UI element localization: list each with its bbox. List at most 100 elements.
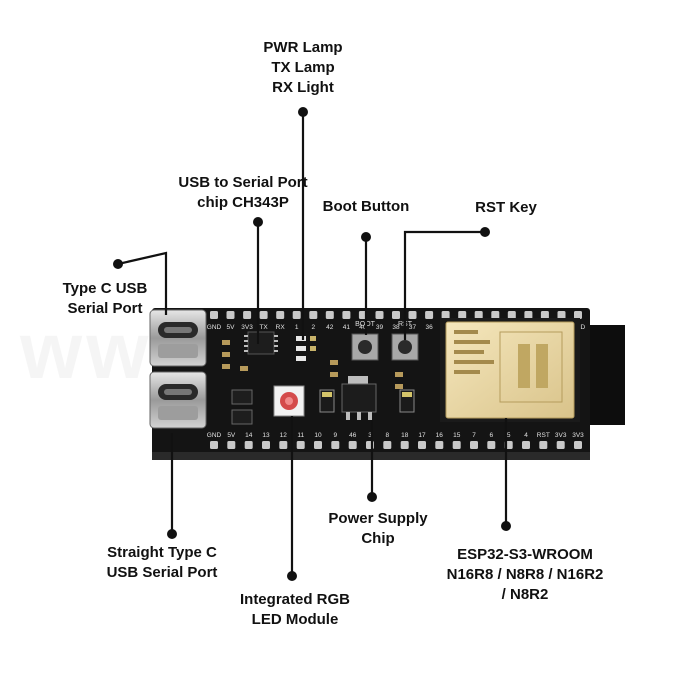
callout-boot-button: Boot Button <box>308 197 424 217</box>
bottom-pad <box>452 441 461 449</box>
top-pad <box>292 311 301 319</box>
bottom-pin-label: 17 <box>418 432 426 439</box>
callout-straight-type-c: Straight Type C USB Serial Port <box>82 543 242 583</box>
callout-rgb-led-line1: Integrated RGB <box>239 591 350 608</box>
callout-rst-key: RST Key <box>466 198 546 218</box>
bottom-pin-row <box>210 441 582 449</box>
callout-straight-type-c-line1: Straight Type C <box>107 544 217 561</box>
bottom-pad <box>556 441 565 449</box>
bottom-pad <box>470 441 478 449</box>
callout-power-chip-line2: Chip <box>361 530 395 547</box>
top-pin-label: RX <box>276 324 286 331</box>
top-pin-label: 5V <box>227 324 236 331</box>
bottom-pin-label: 3V3 <box>572 432 584 439</box>
callout-straight-type-c-line2: USB Serial Port <box>106 564 218 581</box>
top-pad <box>540 311 549 319</box>
bottom-pad <box>279 441 288 449</box>
callout-type-c-usb: Type C USB Serial Port <box>45 279 165 319</box>
top-pad <box>392 311 400 319</box>
top-pad <box>574 311 582 319</box>
top-pin-label: 1 <box>295 324 299 331</box>
top-pad <box>226 311 235 319</box>
bottom-pad <box>400 441 409 449</box>
top-pad <box>474 311 483 319</box>
callout-rst-key-text: RST Key <box>475 199 537 216</box>
callout-pwr-tx-rx: PWR Lamp TX Lamp RX Light <box>238 38 368 98</box>
top-pin-label: 40 <box>359 324 367 331</box>
bottom-pad <box>244 441 253 449</box>
tantalum-capacitors <box>319 389 415 413</box>
bottom-pin-label: 11 <box>297 432 304 439</box>
bottom-pin-label: 16 <box>436 432 444 439</box>
power-supply-chip <box>341 376 377 420</box>
bottom-pin-label: 5V <box>227 432 236 439</box>
callout-rx-light: RX Light <box>272 79 334 96</box>
bottom-pin-label: RST <box>537 432 550 439</box>
bottom-pin-label: 7 <box>472 432 476 439</box>
callout-usb-serial-chip-line2: chip CH343P <box>197 194 289 211</box>
callout-boot-button-text: Boot Button <box>322 198 410 215</box>
bottom-pad <box>383 441 392 449</box>
callout-power-chip-line1: Power Supply <box>328 510 428 527</box>
callout-lines <box>117 112 508 576</box>
bottom-pad <box>574 441 582 449</box>
top-pad <box>210 311 218 319</box>
bottom-pin-label: 14 <box>245 432 253 439</box>
bottom-pad <box>314 441 322 449</box>
top-pin-label: 39 <box>376 324 384 331</box>
bottom-pad <box>296 441 305 449</box>
callout-type-c-usb-line2: Serial Port <box>67 300 143 317</box>
top-pin-label: TX <box>259 324 268 331</box>
top-pad <box>243 311 252 319</box>
rgb-led-module <box>273 385 305 417</box>
top-pad <box>441 311 450 319</box>
callout-dots <box>113 107 511 581</box>
bottom-pad <box>210 441 218 449</box>
top-pad <box>524 311 533 319</box>
top-pad <box>325 311 334 319</box>
bottom-pin-label: 13 <box>262 432 270 439</box>
top-pin-label: 37 <box>409 324 417 331</box>
top-pad <box>507 311 516 319</box>
top-pad <box>309 311 318 319</box>
bottom-pin-label: 4 <box>524 432 528 439</box>
bottom-pin-label: GND <box>207 432 222 439</box>
callout-esp32-module-line2: N16R8 / N8R8 / N16R2 <box>446 566 604 583</box>
callout-type-c-usb-line1: Type C USB <box>62 280 148 297</box>
top-pad <box>491 311 500 319</box>
bottom-pin-label: 15 <box>453 432 461 439</box>
top-pad <box>458 311 467 319</box>
type-c-usb-connector-2 <box>149 371 207 429</box>
bottom-pin-label: 8 <box>385 432 389 439</box>
bottom-pin-label: 5 <box>507 432 511 439</box>
boot-button[interactable] <box>351 333 379 361</box>
top-pin-label: 41 <box>343 324 351 331</box>
top-pin-label: 36 <box>425 324 433 331</box>
bottom-pin-label: 6 <box>489 432 493 439</box>
esp32-s3-module <box>440 318 580 422</box>
bottom-pad <box>522 441 530 449</box>
bottom-pad <box>539 441 548 449</box>
callout-esp32-module-line1: ESP32-S3-WROOM <box>457 546 593 563</box>
status-leds <box>296 336 316 361</box>
bottom-pad <box>418 441 426 449</box>
ch343p-chip <box>244 331 278 355</box>
callout-pwr-lamp: PWR Lamp <box>263 39 343 56</box>
top-pin-label: 42 <box>326 324 334 331</box>
callout-usb-serial-chip-line1: USB to Serial Port <box>178 174 308 191</box>
callout-power-chip: Power Supply Chip <box>318 509 438 549</box>
callout-usb-serial-chip: USB to Serial Port chip CH343P <box>148 173 338 213</box>
bottom-pad <box>262 441 270 449</box>
bottom-pad <box>435 441 444 449</box>
callout-rgb-led: Integrated RGB LED Module <box>220 590 370 630</box>
top-pad <box>259 311 268 319</box>
bottom-pad <box>227 441 236 449</box>
top-pad <box>342 311 351 319</box>
bottom-pin-label: 18 <box>401 432 409 439</box>
bottom-pin-label: 3V3 <box>555 432 567 439</box>
top-pin-label: 3V3 <box>241 324 253 331</box>
top-pad <box>408 311 417 319</box>
callout-esp32-module: ESP32-S3-WROOM N16R8 / N8R8 / N16R2 / N8… <box>430 545 620 605</box>
